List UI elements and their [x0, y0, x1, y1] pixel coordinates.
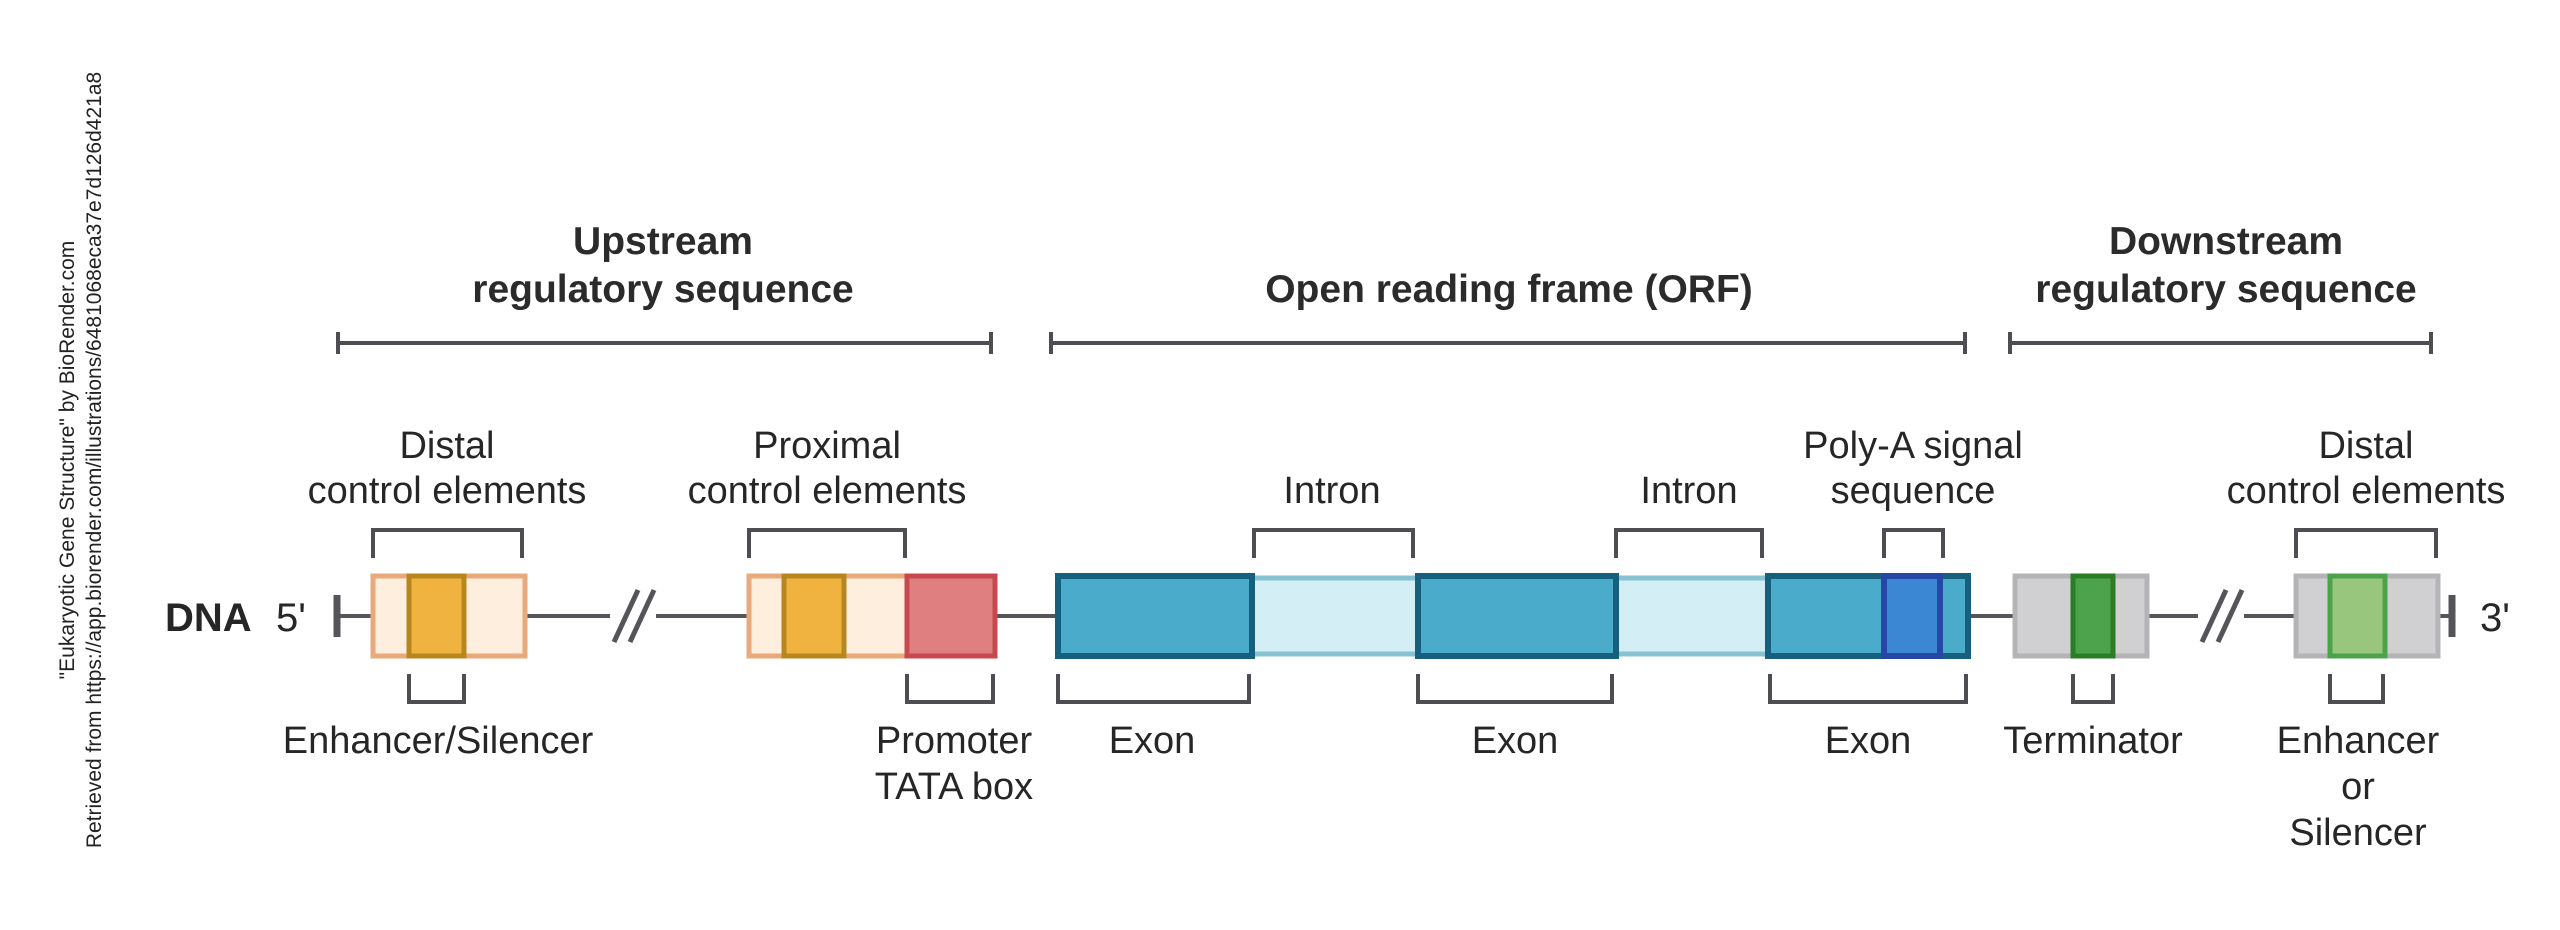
- label-polya-line-2: sequence: [1831, 470, 1996, 512]
- downstream-header-line-1: Downstream: [2109, 220, 2343, 263]
- bracket-enhancer-silencer-left: [407, 674, 466, 704]
- credit-line-2: Retrieved from https://app.biorender.com…: [83, 72, 106, 848]
- label-promoter-line-2: TATA box: [875, 766, 1033, 808]
- orf-span: [1049, 332, 1967, 354]
- label-polya-line-1: Poly-A signal: [1803, 425, 2023, 467]
- label-enhancer-or-silencer-line-1: Enhancer: [2277, 720, 2440, 762]
- orf-header: Open reading frame (ORF): [1265, 268, 1753, 311]
- bracket-terminator: [2071, 674, 2115, 704]
- promoter-tata-box: [904, 573, 998, 659]
- break-mark-right: [2198, 586, 2245, 646]
- credit-text: "Eukaryotic Gene Structure" by BioRender…: [56, 72, 106, 848]
- downstream-span: [2008, 332, 2433, 354]
- bracket-polya: [1882, 528, 1945, 558]
- label-enhancer-or-silencer-line-2: or: [2341, 766, 2375, 808]
- bracket-proximal: [747, 528, 907, 558]
- label-distal-right-line-2: control elements: [2227, 470, 2506, 512]
- upstream-header-line-2: regulatory sequence: [472, 268, 853, 311]
- label-intron-1: Intron: [1283, 470, 1380, 512]
- upstream-span: [336, 332, 993, 354]
- proximal-enhancer-block: [781, 573, 847, 659]
- exon-1-block: [1055, 573, 1255, 659]
- bracket-intron-2: [1614, 528, 1764, 558]
- bracket-intron-1: [1252, 528, 1415, 558]
- enhancer-silencer-block-right: [2327, 573, 2388, 659]
- label-exon-3: Exon: [1825, 720, 1912, 762]
- downstream-header-line-2: regulatory sequence: [2035, 268, 2416, 311]
- credit-line-1: "Eukaryotic Gene Structure" by BioRender…: [56, 241, 79, 680]
- bracket-exon-1: [1056, 674, 1251, 704]
- label-distal-left-line-2: control elements: [308, 470, 587, 512]
- bracket-enhancer-silencer-right: [2328, 674, 2385, 704]
- three-prime-label: 3': [2480, 596, 2510, 640]
- label-exon-1: Exon: [1109, 720, 1196, 762]
- enhancer-silencer-block-left: [406, 573, 467, 659]
- polya-signal-block: [1881, 573, 1943, 659]
- intron-1-block: [1249, 575, 1421, 657]
- label-terminator: Terminator: [2003, 720, 2183, 762]
- bracket-distal-left: [371, 528, 524, 558]
- label-promoter-line-1: Promoter: [876, 720, 1033, 762]
- label-exon-2: Exon: [1472, 720, 1559, 762]
- label-enhancer-silencer-left: Enhancer/Silencer: [283, 720, 594, 762]
- terminator-block: [2070, 573, 2116, 659]
- label-enhancer-or-silencer-line-3: Silencer: [2289, 812, 2427, 854]
- label-distal-left-line-1: Distal: [399, 425, 494, 467]
- label-proximal-line-1: Proximal: [753, 425, 901, 467]
- label-intron-2: Intron: [1640, 470, 1737, 512]
- label-proximal-line-2: control elements: [688, 470, 967, 512]
- break-mark-left: [610, 586, 657, 646]
- intron-2-block: [1613, 575, 1771, 657]
- bracket-exon-2: [1416, 674, 1614, 704]
- upstream-header-line-1: Upstream: [573, 220, 753, 263]
- exon-2-block: [1415, 573, 1619, 659]
- label-distal-right-line-1: Distal: [2318, 425, 2413, 467]
- dna-label: DNA: [165, 596, 252, 640]
- five-prime-label: 5': [276, 596, 306, 640]
- bracket-distal-right: [2294, 528, 2438, 558]
- bracket-exon-3: [1768, 674, 1968, 704]
- bracket-promoter: [905, 674, 995, 704]
